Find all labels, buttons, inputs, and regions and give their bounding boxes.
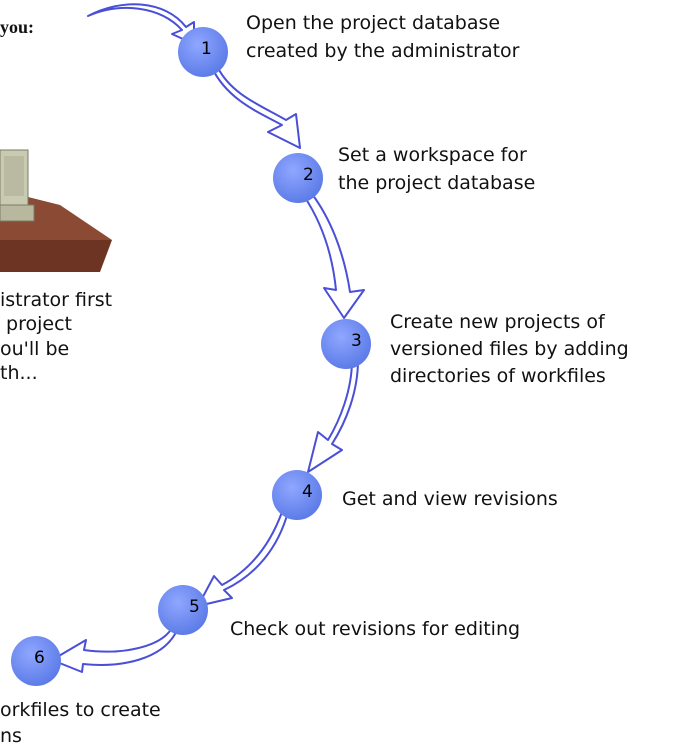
step-label-6-line-1: orkfiles to create [0, 699, 161, 721]
step-number-2: 2 [303, 165, 314, 185]
step-label-2-line-1: Set a workspace for [338, 144, 527, 166]
step-number-1: 1 [201, 39, 212, 59]
step-number-4: 4 [302, 482, 313, 502]
step-number-5: 5 [189, 597, 200, 617]
step-label-6-line-2: ns [0, 725, 22, 747]
step-node-6 [11, 636, 61, 686]
admin-caption-line-1: istrator first [0, 289, 113, 311]
step-label-4-line-1: Get and view revisions [342, 488, 558, 510]
step-number-6: 6 [34, 648, 45, 668]
arrow-5-to-6 [51, 627, 179, 673]
computer-on-desk-icon [0, 149, 112, 272]
step-node-2 [273, 153, 323, 203]
arrow-intro-to-1 [87, 3, 195, 45]
admin-caption-line-4: th... [0, 362, 38, 384]
intro-heading: you: [0, 17, 35, 37]
step-label-2-line-2: the project database [338, 172, 536, 194]
step-number-3: 3 [351, 331, 362, 351]
step-node-3 [321, 319, 371, 369]
step-label-1-line-1: Open the project database [246, 12, 501, 34]
step-label-5-line-1: Check out revisions for editing [230, 618, 521, 640]
step-label-3-line-3: directories of workfiles [390, 365, 606, 387]
step-node-5 [158, 585, 208, 635]
step-node-4 [272, 470, 322, 520]
step-node-1 [178, 27, 228, 77]
admin-caption-line-2: project [0, 313, 72, 335]
arrow-2-to-3 [303, 193, 365, 319]
step-label-3-line-2: versioned files by adding [390, 338, 629, 360]
admin-caption-line-3: ou'll be [0, 338, 70, 360]
arrow-3-to-4 [307, 359, 359, 473]
arrow-4-to-5 [197, 511, 289, 607]
step-label-1-line-2: created by the administrator [246, 40, 520, 62]
step-label-3-line-1: Create new projects of [390, 311, 605, 333]
arrow-1-to-2 [211, 67, 301, 149]
